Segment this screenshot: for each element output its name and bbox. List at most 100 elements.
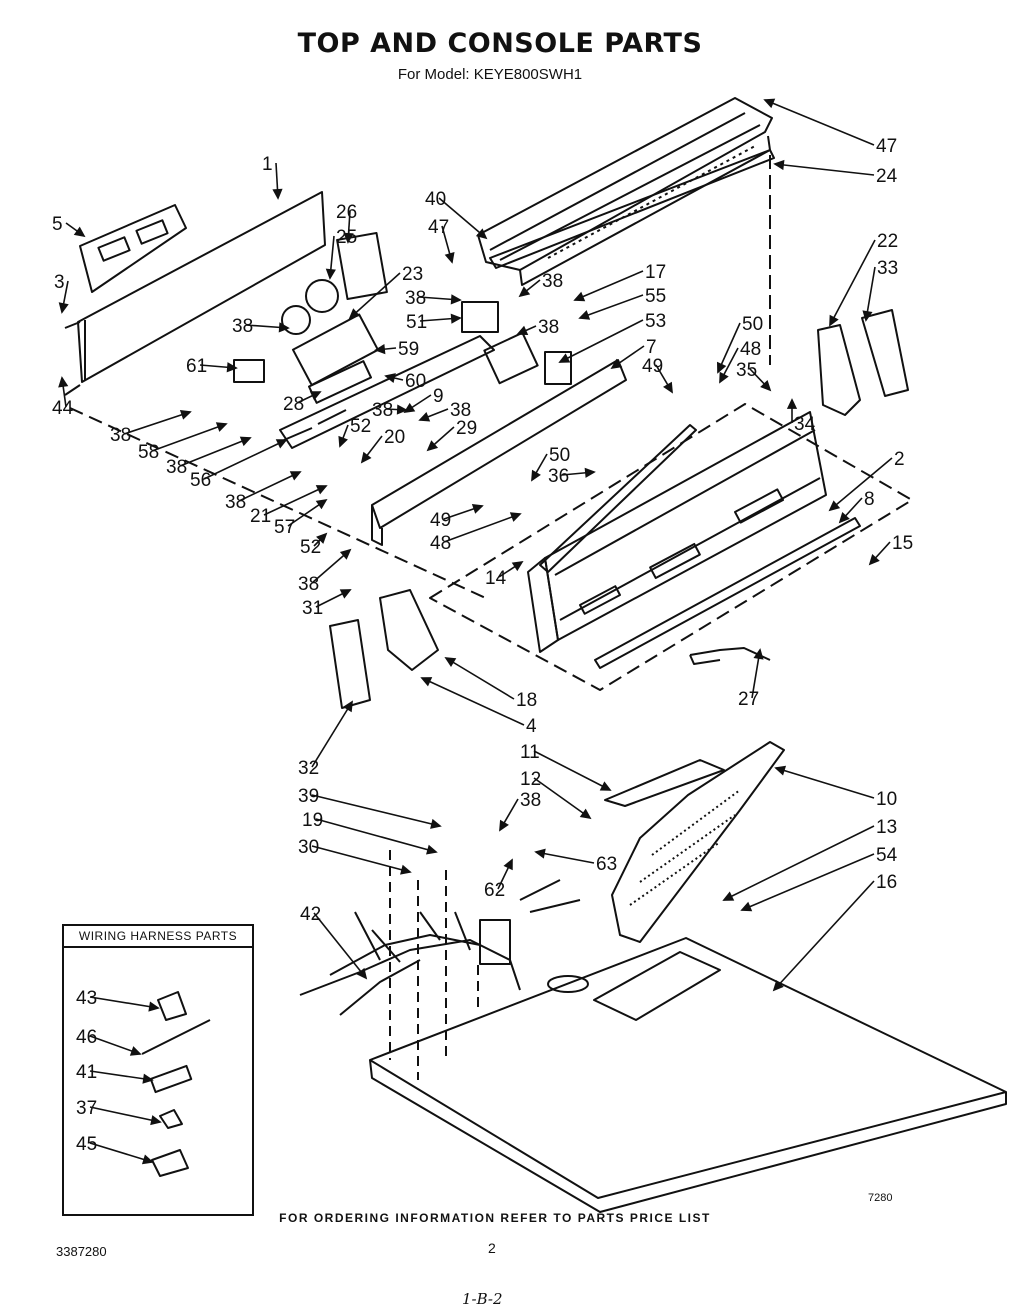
callout-47: 47 (428, 217, 449, 238)
leader-line-21 (263, 485, 327, 516)
leader-arrow-8 (838, 511, 850, 524)
callout-55: 55 (645, 286, 666, 307)
leader-line-38 (179, 437, 251, 467)
leader-arrow-2 (828, 500, 841, 512)
callout-14: 14 (485, 568, 507, 589)
leader-line-38 (238, 471, 301, 502)
leader-arrow-59 (374, 344, 386, 355)
callout-8: 8 (864, 489, 875, 510)
leader-arrow-21 (315, 485, 328, 495)
callout-52: 52 (300, 537, 321, 558)
leader-arrow-35 (760, 380, 772, 392)
leader-arrow-28 (309, 391, 322, 401)
callout-40: 40 (425, 189, 446, 210)
model-subtitle: For Model: KEYE800SWH1 (397, 66, 583, 83)
leader-arrow-62 (503, 858, 513, 871)
leader-arrow-33 (862, 310, 873, 322)
top-trim-part-40 (477, 97, 773, 286)
leader-arrow-31 (339, 589, 352, 599)
leader-arrow-48 (509, 512, 522, 522)
console-control-bracket-part-7 (279, 335, 627, 546)
callout-38: 38 (225, 492, 246, 513)
leader-arrow-38 (516, 325, 529, 336)
leader-line-54 (741, 853, 875, 911)
leader-arrow-32 (342, 700, 353, 713)
leader-line-43 (89, 996, 159, 1009)
callout-62: 62 (484, 880, 505, 901)
leader-arrow-11 (599, 781, 612, 791)
leader-arrow-44 (58, 376, 69, 388)
leader-arrow-38 (396, 404, 408, 415)
callout-29: 29 (456, 418, 477, 439)
leader-arrow-12 (579, 808, 592, 820)
leader-arrow-38 (179, 409, 192, 420)
leader-arrow-63 (534, 848, 546, 859)
callout-28: 28 (283, 394, 304, 415)
callout-47: 47 (876, 136, 897, 157)
callout-9: 9 (433, 386, 444, 407)
leader-arrow-38 (278, 322, 290, 333)
callout-38: 38 (166, 457, 187, 478)
leader-arrow-50 (531, 469, 541, 482)
leader-line-30 (311, 845, 411, 873)
leader-line-13 (723, 825, 875, 901)
harness-part-illustrations (141, 991, 211, 1177)
callout-48: 48 (740, 339, 761, 360)
image-code: 7280 (868, 1192, 893, 1204)
leader-line-22 (829, 239, 876, 326)
callout-38: 38 (110, 425, 131, 446)
callout-44: 44 (52, 398, 74, 419)
leader-arrow-52 (316, 532, 328, 544)
leader-arrow-26 (343, 232, 354, 244)
callout-27: 27 (738, 689, 759, 710)
leader-arrow-43 (148, 1001, 160, 1012)
handwritten-note: 1-B-2 (462, 1290, 503, 1308)
callout-26: 26 (336, 202, 357, 223)
callout-50: 50 (742, 314, 763, 335)
callout-50: 50 (549, 445, 570, 466)
leader-arrow-38 (450, 294, 462, 305)
wiring-harness-part-42 (299, 879, 581, 1016)
leader-arrow-17 (573, 291, 586, 302)
leader-arrow-58 (215, 422, 228, 432)
leader-arrow-39 (430, 818, 442, 829)
leader-arrow-19 (426, 844, 438, 855)
top-trim-strip-part-24 (489, 149, 775, 269)
callout-12: 12 (520, 769, 541, 790)
leader-arrow-30 (400, 864, 412, 875)
callout-37: 37 (76, 1098, 97, 1119)
callout-22: 22 (877, 231, 898, 252)
callout-4: 4 (526, 716, 537, 737)
callout-39: 39 (298, 786, 319, 807)
leader-line-41 (89, 1070, 153, 1081)
leader-arrow-49 (663, 381, 673, 394)
leader-arrow-38 (518, 286, 531, 298)
leader-arrow-41 (142, 1073, 154, 1084)
wiring-harness-parts-title: WIRING HARNESS PARTS (64, 926, 252, 948)
leader-arrow-29 (426, 440, 439, 452)
leader-arrow-57 (315, 498, 328, 510)
leader-line-48 (443, 513, 521, 543)
leader-line-40 (438, 197, 487, 239)
leader-arrow-36 (584, 467, 596, 478)
leader-arrow-47 (444, 252, 455, 264)
leader-arrow-25 (325, 268, 336, 280)
leader-line-4 (421, 677, 525, 726)
leader-line-58 (151, 423, 227, 452)
leader-arrow-3 (58, 302, 69, 314)
callout-60: 60 (405, 371, 426, 392)
leader-arrow-14 (511, 560, 524, 572)
callout-5: 5 (52, 214, 63, 235)
leader-arrow-20 (360, 451, 372, 464)
console-back-panel-part-1 (64, 191, 326, 396)
callout-1: 1 (262, 154, 273, 175)
callout-38: 38 (538, 317, 559, 338)
leader-arrow-49 (471, 504, 484, 514)
callout-15: 15 (892, 533, 913, 554)
callout-52: 52 (350, 416, 371, 437)
leader-line-55 (579, 294, 644, 319)
callout-11: 11 (520, 742, 540, 763)
leader-arrow-61 (226, 362, 238, 373)
callout-46: 46 (76, 1027, 97, 1048)
leader-line-32 (311, 701, 353, 768)
